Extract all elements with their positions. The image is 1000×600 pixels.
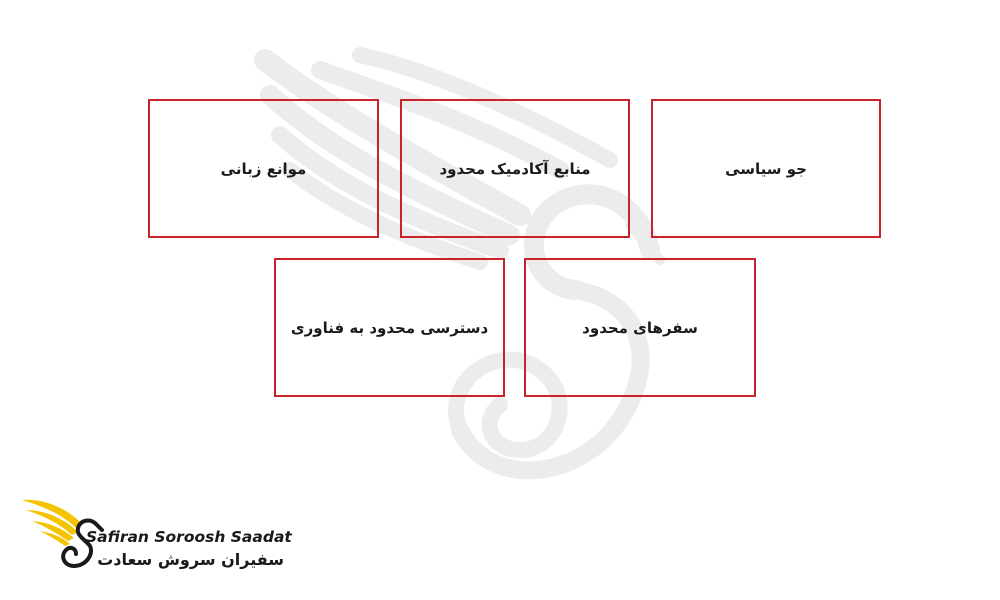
box-limited-technology-access: دسترسی محدود به فناوری xyxy=(274,258,505,397)
box-label: جو سیاسی xyxy=(725,159,807,178)
logo-english-name: Safiran Soroosh Saadat xyxy=(86,528,292,546)
logo-persian-name: سفیران سروش سعادت xyxy=(97,550,284,569)
box-label: سفرهای محدود xyxy=(582,318,698,337)
box-limited-travel: سفرهای محدود xyxy=(524,258,756,397)
box-language-barriers: موانع زبانی xyxy=(148,99,379,238)
box-limited-academic-resources: منابع آکادمیک محدود xyxy=(400,99,630,238)
swan-wings-icon xyxy=(22,499,104,569)
box-political-climate: جو سیاسی xyxy=(651,99,881,238)
company-logo: Safiran Soroosh Saadat سفیران سروش سعادت xyxy=(20,494,292,584)
box-label: منابع آکادمیک محدود xyxy=(439,159,591,178)
box-label: دسترسی محدود به فناوری xyxy=(290,318,489,337)
box-label: موانع زبانی xyxy=(220,159,307,178)
